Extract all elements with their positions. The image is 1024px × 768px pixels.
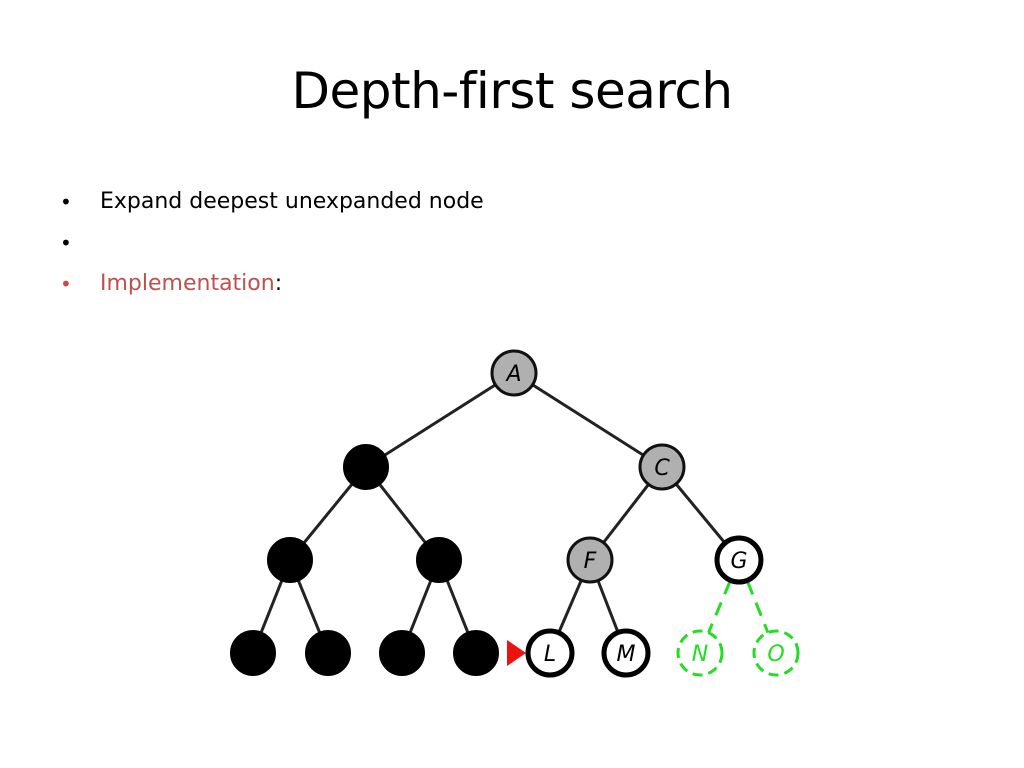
tree-node-root: A xyxy=(490,349,538,397)
node-label: F xyxy=(584,549,597,574)
bullet-dot-icon: • xyxy=(60,190,72,214)
node-circle xyxy=(638,443,686,491)
tree-node-l2-3: F xyxy=(566,536,614,584)
node-label: C xyxy=(654,456,670,481)
bullet-item: • Expand deepest unexpanded node xyxy=(58,186,484,227)
tree-node-l2-1 xyxy=(267,537,313,583)
node-circle xyxy=(676,629,724,677)
tree-node-l2-2 xyxy=(416,537,462,583)
node-circle xyxy=(714,535,764,585)
tree-node-l1-left xyxy=(343,444,389,490)
node-circle xyxy=(230,630,276,676)
bullet-text: Expand deepest unexpanded node xyxy=(100,189,484,214)
node-label: A xyxy=(504,362,521,387)
node-circle xyxy=(267,537,313,583)
tree-node-l1-right: C xyxy=(638,443,686,491)
edge-root-right xyxy=(513,371,663,469)
node-label: L xyxy=(544,642,556,667)
tree-node-l2-4: G xyxy=(714,535,764,585)
bullet-dot-icon: • xyxy=(60,231,72,255)
tree-node-l3-5: L xyxy=(525,628,575,678)
node-label: N xyxy=(692,642,708,667)
tree-nodes: A C F G L M N O xyxy=(230,349,800,678)
tree-node-l3-3 xyxy=(379,630,425,676)
tree-node-l3-7: N xyxy=(676,629,724,677)
node-circle xyxy=(490,349,538,397)
bullet-suffix: : xyxy=(274,271,283,296)
bullet-item: • Implementation: xyxy=(58,268,484,309)
dfs-tree-diagram: A C F G L M N O xyxy=(230,349,800,678)
edge-g-o xyxy=(737,559,778,654)
tree-node-l3-8: O xyxy=(752,629,800,677)
node-label: O xyxy=(767,642,784,667)
bullet-text: Implementation xyxy=(100,271,275,296)
node-circle xyxy=(305,630,351,676)
node-circle xyxy=(525,628,575,678)
tree-edges xyxy=(251,371,741,654)
node-circle xyxy=(453,630,499,676)
node-circle xyxy=(416,537,462,583)
current-node-marker-icon xyxy=(507,640,526,666)
node-circle xyxy=(601,628,651,678)
node-label: M xyxy=(617,642,636,667)
bullet-dot-icon: • xyxy=(60,272,72,296)
node-circle xyxy=(343,444,389,490)
unexplored-edges xyxy=(698,559,778,654)
tree-node-l3-6: M xyxy=(601,628,651,678)
edge-root-left xyxy=(365,371,515,469)
tree-node-l3-2 xyxy=(305,630,351,676)
node-circle xyxy=(566,536,614,584)
node-circle xyxy=(379,630,425,676)
node-label: G xyxy=(730,549,747,574)
node-circle xyxy=(752,629,800,677)
bullet-list: • Expand deepest unexpanded node • • Imp… xyxy=(58,186,484,309)
tree-node-l3-4 xyxy=(453,630,499,676)
bullet-item: • xyxy=(58,227,484,268)
tree-node-l3-1 xyxy=(230,630,276,676)
slide-title: Depth-first search xyxy=(291,62,733,120)
edge-g-n xyxy=(698,559,741,654)
